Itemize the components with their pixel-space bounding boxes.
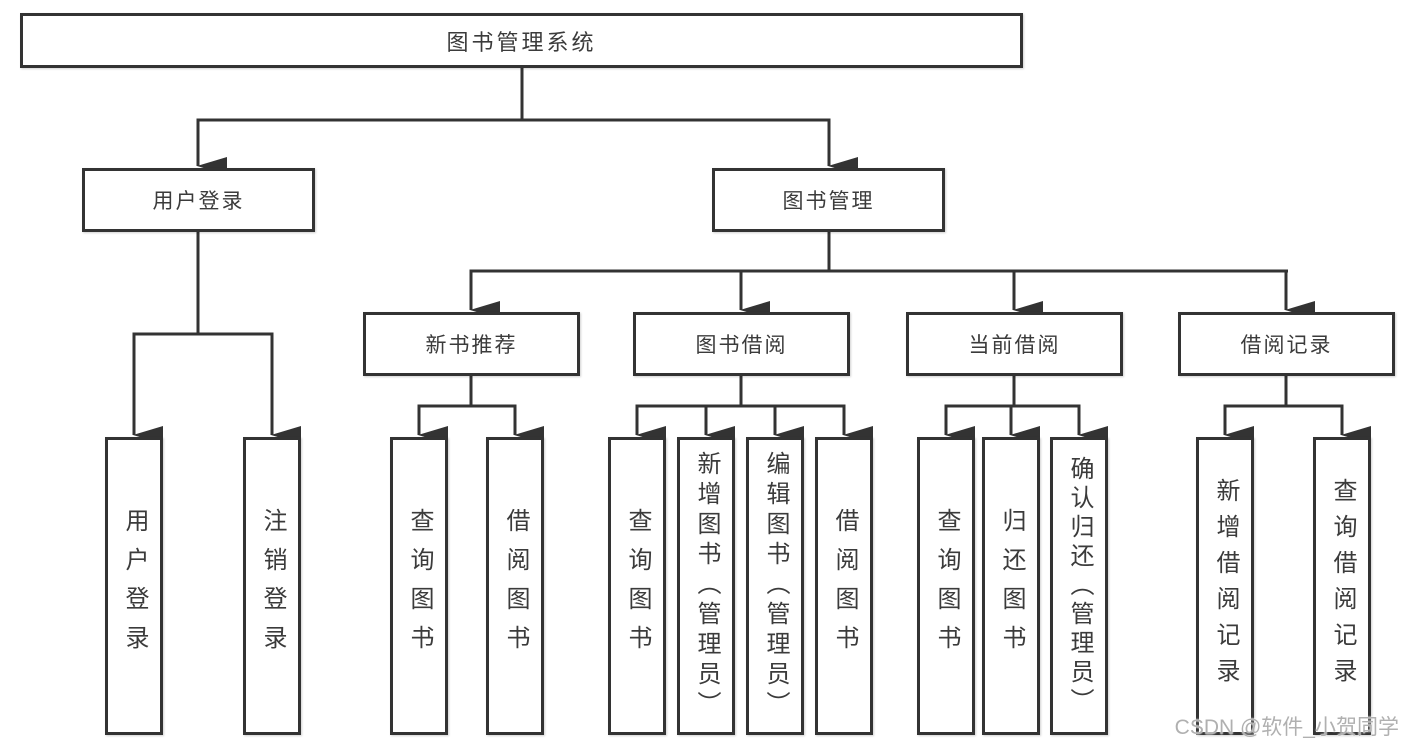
- watermark: CSDN @软件_小贺同学: [1174, 716, 1399, 739]
- leaf-query-borrow-record: 查询借阅记录: [1313, 437, 1371, 735]
- leaf-add-book-admin: 新增图书（管理员）: [677, 437, 735, 735]
- leaf-query-borrow-record-label: 查询借阅记录: [1329, 478, 1356, 694]
- node-borrow-records: 借阅记录: [1178, 312, 1395, 376]
- leaf-confirm-return-admin: 确认归还（管理员）: [1050, 437, 1108, 735]
- leaf-borrow-books-recommend: 借阅图书: [486, 437, 544, 735]
- leaf-query-books-current-label: 查询图书: [933, 508, 960, 664]
- leaf-borrow-books: 借阅图书: [815, 437, 873, 735]
- node-new-book-recommend: 新书推荐: [363, 312, 580, 376]
- leaf-query-books-current: 查询图书: [917, 437, 975, 735]
- leaf-borrow-books-recommend-label: 借阅图书: [502, 508, 529, 664]
- leaf-add-book-admin-label: 新增图书（管理员）: [693, 451, 720, 721]
- node-user-login: 用户登录: [82, 168, 315, 232]
- leaf-return-books: 归还图书: [982, 437, 1040, 735]
- leaf-query-books-borrow-label: 查询图书: [624, 508, 651, 664]
- node-book-management: 图书管理: [712, 168, 945, 232]
- leaf-query-books-borrow: 查询图书: [608, 437, 666, 735]
- leaf-query-books-recommend: 查询图书: [390, 437, 448, 735]
- leaf-return-books-label: 归还图书: [998, 508, 1025, 664]
- node-book-borrow: 图书借阅: [633, 312, 850, 376]
- node-root-library-system: 图书管理系统: [20, 13, 1023, 68]
- leaf-user-login: 用户登录: [105, 437, 163, 735]
- leaf-edit-book-admin: 编辑图书（管理员）: [746, 437, 804, 735]
- leaf-edit-book-admin-label: 编辑图书（管理员）: [762, 451, 789, 721]
- leaf-add-borrow-record: 新增借阅记录: [1196, 437, 1254, 735]
- leaf-user-login-label: 用户登录: [121, 508, 148, 664]
- leaf-logout: 注销登录: [243, 437, 301, 735]
- leaf-confirm-return-admin-label: 确认归还（管理员）: [1066, 455, 1093, 717]
- leaf-add-borrow-record-label: 新增借阅记录: [1212, 478, 1239, 694]
- leaf-query-books-recommend-label: 查询图书: [406, 508, 433, 664]
- leaf-logout-label: 注销登录: [259, 508, 286, 664]
- leaf-borrow-books-label: 借阅图书: [831, 508, 858, 664]
- node-current-borrow: 当前借阅: [906, 312, 1123, 376]
